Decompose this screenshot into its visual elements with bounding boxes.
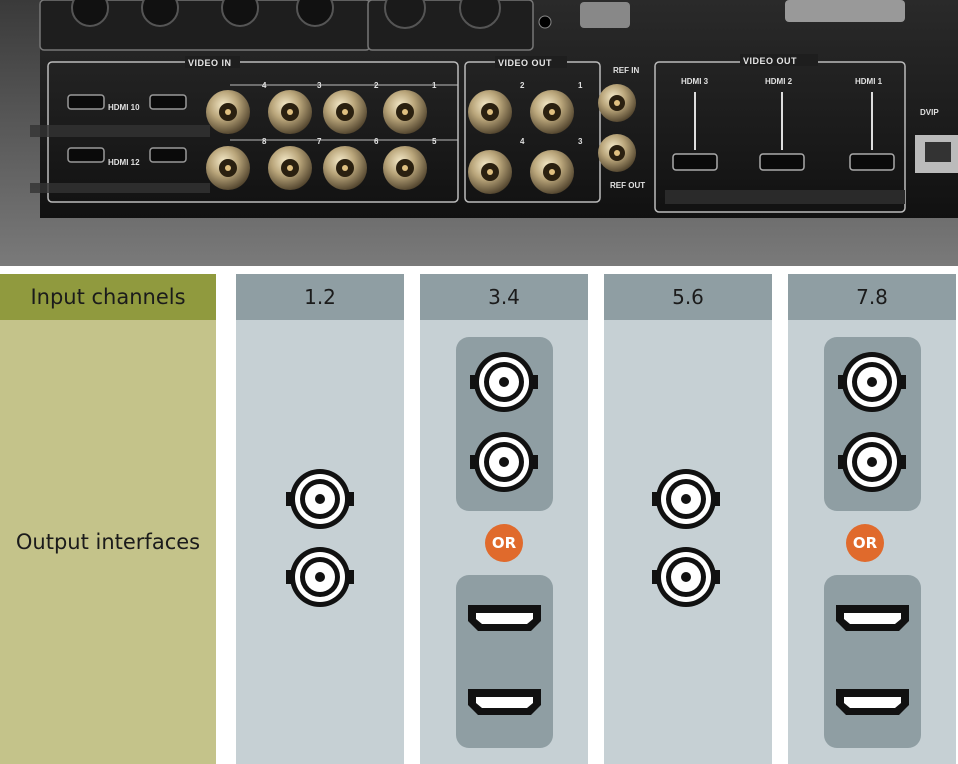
video-out-sdi-label: VIDEO OUT — [498, 58, 552, 68]
in-num-2: 2 — [374, 81, 379, 90]
out-num-4: 4 — [520, 137, 525, 146]
out-num-1: 1 — [578, 81, 583, 90]
channel-label: 5.6 — [672, 285, 704, 309]
ref-in-label: REF IN — [613, 66, 639, 75]
hdmi-ports-photo — [67, 92, 895, 171]
channel-label: 1.2 — [304, 285, 336, 309]
in-num-8: 8 — [262, 137, 267, 146]
video-in-label: VIDEO IN — [188, 58, 232, 68]
in-num-5: 5 — [432, 137, 437, 146]
hdmi-2-label: HDMI 2 — [765, 77, 793, 86]
in-num-6: 6 — [374, 137, 379, 146]
or-badge: OR — [485, 524, 523, 562]
hdmi-option-group — [456, 575, 553, 748]
bnc-connectors-photo — [206, 84, 636, 194]
hdmi-1-label: HDMI 1 — [855, 77, 883, 86]
channel-column-1-2 — [236, 320, 404, 764]
ref-out-label: REF OUT — [610, 181, 645, 190]
bnc-connector-icon — [838, 352, 906, 412]
channel-column-5-6 — [604, 320, 772, 764]
input-channels-header: Input channels — [0, 274, 216, 320]
hdmi-3-label: HDMI 3 — [681, 77, 709, 86]
in-num-3: 3 — [317, 81, 322, 90]
bnc-connector-icon — [838, 432, 906, 492]
hdmi-connector-icon — [468, 689, 541, 715]
hdmi-12-label: HDMI 12 — [108, 158, 140, 167]
bnc-connector-icon — [652, 469, 720, 529]
hdmi-connector-icon — [836, 689, 909, 715]
channel-header-5-6: 5.6 — [604, 274, 772, 320]
in-num-4: 4 — [262, 81, 267, 90]
channel-header-3-4: 3.4 — [420, 274, 588, 320]
in-num-7: 7 — [317, 137, 322, 146]
hdmi-connector-icon — [836, 605, 909, 631]
out-num-3: 3 — [578, 137, 583, 146]
bnc-connector-icon — [286, 469, 354, 529]
input-channels-label: Input channels — [30, 285, 186, 309]
output-interfaces-label: Output interfaces — [15, 530, 201, 554]
device-rear-panel-photo: VIDEO IN VIDEO OUT VIDEO OUT REF IN REF … — [0, 0, 958, 266]
channel-column-7-8: OR — [788, 320, 956, 764]
channel-column-3-4: OR — [420, 320, 588, 764]
dvip-label: DVIP — [920, 108, 939, 117]
bnc-connector-icon — [470, 432, 538, 492]
in-num-1: 1 — [432, 81, 437, 90]
hdmi-connector-icon — [468, 605, 541, 631]
channel-label: 3.4 — [488, 285, 520, 309]
channel-header-1-2: 1.2 — [236, 274, 404, 320]
channel-header-7-8: 7.8 — [788, 274, 956, 320]
or-badge: OR — [846, 524, 884, 562]
hdmi-option-group — [824, 575, 921, 748]
bnc-option-group — [456, 337, 553, 511]
video-out-hdmi-label: VIDEO OUT — [743, 56, 797, 66]
bnc-connector-icon — [470, 352, 538, 412]
bnc-option-group — [824, 337, 921, 511]
bnc-connector-icon — [652, 547, 720, 607]
hdmi-10-label: HDMI 10 — [108, 103, 140, 112]
bnc-connector-icon — [286, 547, 354, 607]
output-interfaces-row-label: Output interfaces — [0, 320, 216, 764]
out-num-2: 2 — [520, 81, 525, 90]
channel-label: 7.8 — [856, 285, 888, 309]
